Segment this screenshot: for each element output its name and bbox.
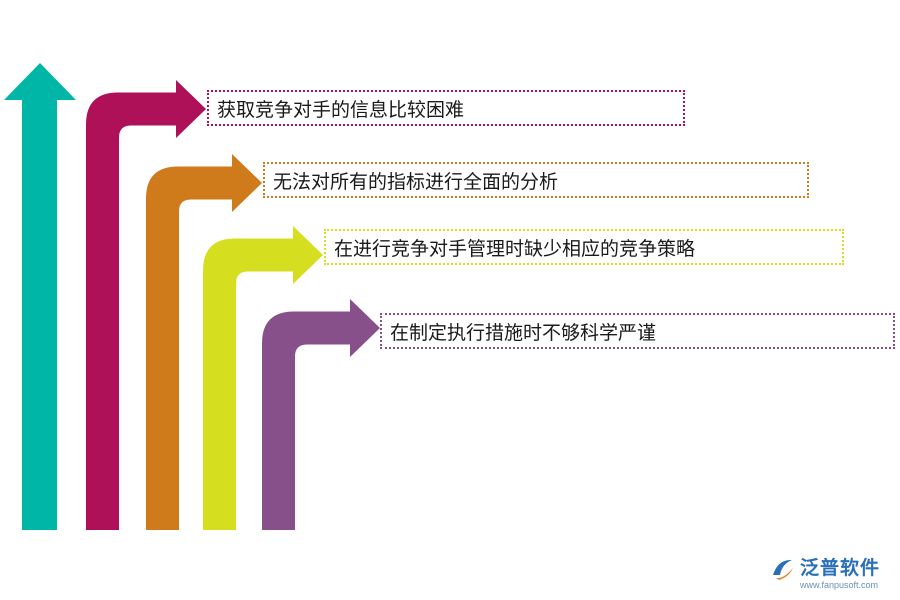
brand-name: 泛普软件 — [800, 557, 881, 579]
curved-arrow-3 — [203, 226, 323, 530]
vertical-up-arrow — [4, 63, 76, 530]
brand-url: www.fanpusoft.com — [800, 580, 879, 590]
item-label-4: 在制定执行措施时不够科学严谨 — [380, 313, 895, 349]
item-label-1: 获取竞争对手的信息比较困难 — [207, 90, 685, 126]
curved-arrow-4 — [262, 299, 380, 530]
brand-logo: 泛普软件 www.fanpusoft.com — [770, 553, 898, 597]
curved-arrow-1 — [86, 80, 206, 530]
item-label-3: 在进行竞争对手管理时缺少相应的竞争策略 — [324, 229, 844, 265]
fanpu-swirl-logo-icon — [773, 559, 793, 580]
item-label-2: 无法对所有的指标进行全面的分析 — [263, 162, 809, 198]
curved-arrow-2 — [146, 154, 262, 530]
